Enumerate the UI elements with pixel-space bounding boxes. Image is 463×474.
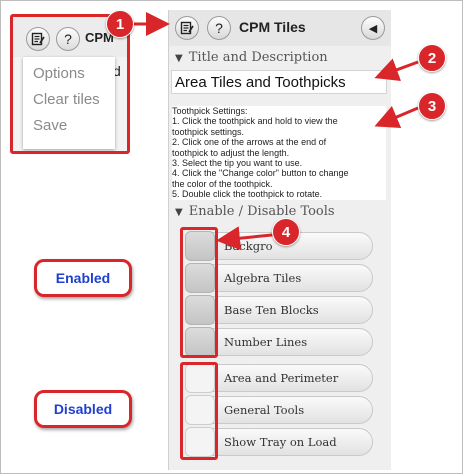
section-title-and-description[interactable]: ▼Title and Description — [175, 50, 328, 65]
app-title: CPM Tiles — [239, 19, 306, 35]
tool-row[interactable]: Area and Perimeter — [187, 364, 373, 392]
callout-badge-3: 3 — [418, 92, 446, 120]
settings-panel: ? CPM Tiles ◀ ▼Title and Description Are… — [168, 10, 391, 470]
edit-notes-icon[interactable] — [26, 27, 50, 51]
description-line: the color of the toothpick. — [172, 178, 273, 189]
edit-notes-icon[interactable] — [175, 16, 199, 40]
tool-toggle-enabled[interactable] — [185, 263, 215, 293]
question-mark-icon[interactable]: ? — [56, 27, 80, 51]
tool-row[interactable]: Algebra Tiles — [187, 264, 373, 292]
tool-row[interactable]: General Tools — [187, 396, 373, 424]
menu-item-save[interactable]: Save — [33, 117, 68, 134]
description-line: 2. Click one of the arrows at the end of — [172, 137, 327, 148]
description-line: 1. Click the toothpick and hold to view … — [172, 116, 338, 127]
description-line: 5. Double click the toothpick to rotate. — [172, 189, 323, 200]
tool-label: Base Ten Blocks — [224, 303, 319, 317]
tool-label: Show Tray on Load — [224, 435, 337, 449]
tool-label: Area and Perimeter — [224, 371, 339, 385]
tool-toggle-enabled[interactable] — [185, 327, 215, 357]
left-triangle-icon[interactable]: ◀ — [361, 16, 385, 40]
tool-row[interactable]: Number Lines — [187, 328, 373, 356]
tool-label: General Tools — [224, 403, 305, 417]
description-line: 3. Select the tip you want to use. — [172, 158, 303, 169]
options-menu: Options Clear tiles Save — [23, 57, 115, 149]
callout-badge-2: 2 — [418, 44, 446, 72]
collapse-triangle-icon: ▼ — [175, 53, 183, 64]
question-mark-icon[interactable]: ? — [207, 16, 231, 40]
tool-row[interactable]: Show Tray on Load — [187, 428, 373, 456]
inset-menu-screenshot: ? CPM d Options Clear tiles Save — [10, 14, 130, 154]
description-line: 4. Click the "Change color" button to ch… — [172, 168, 349, 179]
tool-label: Number Lines — [224, 335, 308, 349]
menu-item-clear-tiles[interactable]: Clear tiles — [33, 91, 100, 108]
collapse-triangle-icon: ▼ — [175, 207, 183, 218]
inset-background-text: d — [113, 63, 121, 79]
tool-toggle-enabled[interactable] — [185, 231, 215, 261]
callout-badge-4: 4 — [272, 218, 300, 246]
tool-label: Algebra Tiles — [224, 271, 302, 285]
menu-item-options[interactable]: Options — [33, 65, 85, 82]
description-line: toothpick settings. — [172, 126, 245, 137]
title-input[interactable]: Area Tiles and Toothpicks — [171, 70, 387, 94]
panel-toolbar: ? CPM Tiles ◀ — [169, 10, 391, 46]
tool-row[interactable]: Base Ten Blocks — [187, 296, 373, 324]
tool-toggle-enabled[interactable] — [185, 295, 215, 325]
description-text[interactable]: Toothpick Settings:1. Click the toothpic… — [172, 106, 386, 200]
inset-app-title: CPM — [85, 30, 114, 45]
callout-badge-1: 1 — [106, 10, 134, 38]
description-line: Toothpick Settings: — [172, 106, 248, 116]
tool-toggle-disabled[interactable] — [185, 395, 215, 425]
inset-toolbar: ? CPM — [13, 17, 127, 57]
description-line: toothpick to adjust the length. — [172, 147, 290, 158]
enabled-label: Enabled — [34, 259, 132, 297]
tool-toggle-disabled[interactable] — [185, 427, 215, 457]
section-enable-disable-tools[interactable]: ▼Enable / Disable Tools — [175, 204, 335, 219]
disabled-highlight-box — [180, 362, 218, 460]
enabled-highlight-box — [180, 227, 218, 358]
disabled-label: Disabled — [34, 390, 132, 428]
